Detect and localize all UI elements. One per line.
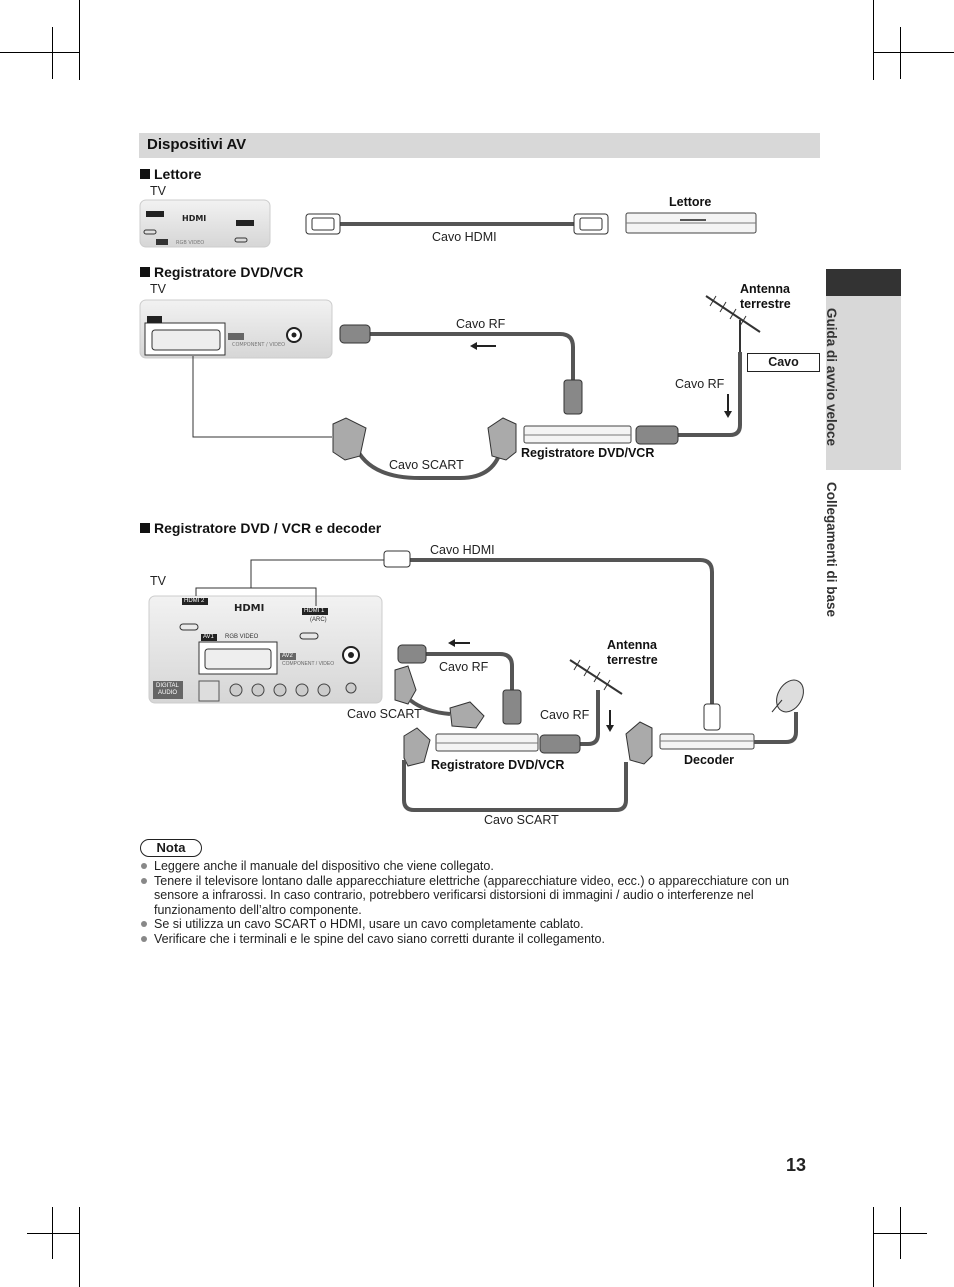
crop-mark <box>52 1207 53 1259</box>
decoder-device <box>659 733 755 750</box>
scart-cable-label-bottom: Cavo SCART <box>484 813 559 827</box>
hdmi-cable-label-lettore: Cavo HDMI <box>432 230 497 244</box>
scart-cable-label: Cavo SCART <box>389 458 464 472</box>
rf-cable-label-right: Cavo RF <box>675 377 725 391</box>
crop-mark <box>0 52 52 53</box>
scart-cables-decoder <box>394 665 653 812</box>
arc-label: (ARC) <box>310 617 327 623</box>
hdmi2-label: HDMI 2 <box>184 598 205 604</box>
hdmi-cable-decoder <box>383 550 721 731</box>
nota-list: Leggere anche il manuale del dispositivo… <box>140 859 800 947</box>
dvd-decoder-heading: Registratore DVD / VCR e decoder <box>140 520 381 536</box>
rf-cable-decoder-antenna <box>539 690 614 754</box>
lettore-device-label: Lettore <box>669 195 712 209</box>
crop-mark <box>873 1207 874 1287</box>
antenna-terrestre-2 <box>569 659 623 695</box>
tv-panel-dvd: COMPONENT / VIDEO <box>139 299 333 359</box>
rf-cable-decoder-top <box>397 639 522 725</box>
tv-panel-decoder: HDMI <box>148 595 383 704</box>
side-tab-label-bottom: Collegamenti di base <box>824 482 839 618</box>
dvd-recorder-label-2: Registratore DVD/VCR <box>431 758 565 772</box>
cavo-box: Cavo <box>747 353 820 372</box>
rf-cable-label-b: Cavo RF <box>540 708 590 722</box>
svg-text:HDMI: HDMI <box>182 214 206 223</box>
crop-mark <box>79 1207 80 1287</box>
dvd-recorder-device <box>523 425 632 444</box>
svg-text:HDMI: HDMI <box>234 603 264 614</box>
scart-cable-label-left: Cavo SCART <box>347 707 422 721</box>
side-tab-marker <box>826 269 901 296</box>
dvd-recorder-device-2 <box>435 733 539 752</box>
bullet-square <box>140 169 150 179</box>
antenna-terrestre-1 <box>705 295 761 352</box>
tv-label-decoder: TV <box>150 574 166 588</box>
crop-mark <box>873 52 954 53</box>
tv-panel-lettore: HDMI RGB VIDEO <box>139 199 271 248</box>
lettore-device <box>625 212 757 234</box>
nota-item: Leggere anche il manuale del dispositivo… <box>140 859 800 874</box>
hdmi-cable-label-decoder: Cavo HDMI <box>430 543 495 557</box>
tv-label-dvd: TV <box>150 282 166 296</box>
nota-item: Verificare che i terminali e le spine de… <box>140 932 800 947</box>
bullet-square <box>140 523 150 533</box>
satellite-dish <box>754 679 804 744</box>
tv-label-lettore: TV <box>150 184 166 198</box>
nota-item: Se si utilizza un cavo SCART o HDMI, usa… <box>140 917 800 932</box>
rgb-video-label: RGB VIDEO <box>225 634 259 640</box>
dvd-recorder-label: Registratore DVD/VCR <box>521 446 655 460</box>
nota-item: Tenere il televisore lontano dalle appar… <box>140 874 800 918</box>
crop-mark <box>900 1207 901 1259</box>
scart-cable-dvd <box>192 356 517 480</box>
svg-text:COMPONENT / VIDEO: COMPONENT / VIDEO <box>232 342 285 348</box>
rf-cable-dvd-top <box>339 324 583 415</box>
bullet-square <box>140 267 150 277</box>
page-number: 13 <box>786 1155 807 1175</box>
crop-mark <box>27 1233 79 1234</box>
antenna-label2-line1: Antenna <box>607 638 657 652</box>
dvd-vcr-heading: Registratore DVD/VCR <box>140 264 303 280</box>
antenna-label-line2: terrestre <box>740 297 791 311</box>
crop-mark <box>873 0 874 80</box>
crop-mark <box>27 52 79 53</box>
section-header: Dispositivi AV <box>139 133 820 158</box>
nota-badge: Nota <box>140 839 202 857</box>
crop-mark <box>79 0 80 80</box>
rf-cable-label-a: Cavo RF <box>439 660 489 674</box>
lettore-heading: Lettore <box>140 166 201 182</box>
digital-audio-label-1: DIGITAL <box>156 683 179 689</box>
section-title: Dispositivi AV <box>147 136 247 153</box>
hdmi-tv-bracket <box>195 559 385 606</box>
hdmi1-label: HDMI 1 <box>304 608 325 614</box>
rf-cable-dvd-antenna <box>635 352 742 445</box>
digital-audio-label-2: AUDIO <box>158 690 178 696</box>
rf-cable-label-top: Cavo RF <box>456 317 506 331</box>
hdmi-cable-lettore <box>305 213 609 235</box>
av2-label: AV2 <box>282 653 293 659</box>
crop-mark <box>52 27 53 79</box>
antenna-label2-line2: terrestre <box>607 653 658 667</box>
crop-mark <box>900 27 901 79</box>
decoder-label: Decoder <box>684 753 735 767</box>
side-tab <box>826 296 901 470</box>
side-tab-label-top: Guida di avvio veloce <box>824 308 839 447</box>
svg-text:RGB VIDEO: RGB VIDEO <box>176 240 204 246</box>
component-video-label: COMPONENT / VIDEO <box>282 661 335 667</box>
av1-label: AV1 <box>203 634 214 640</box>
antenna-label-line1: Antenna <box>740 282 790 296</box>
